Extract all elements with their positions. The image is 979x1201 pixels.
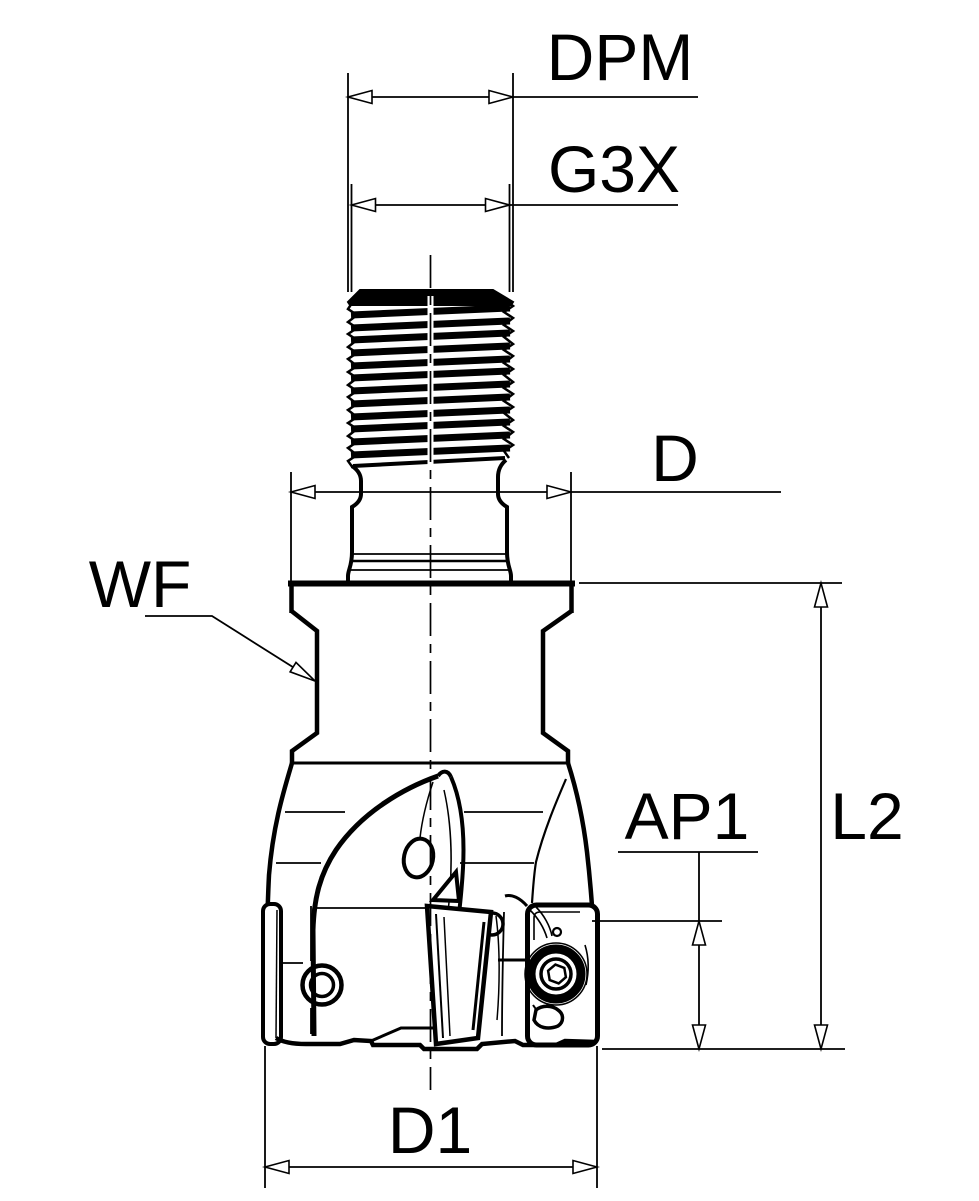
clamp-detail [532,1004,565,1030]
dimension-l2 [579,582,845,1050]
dimension-ap1 [592,851,758,1049]
wf-leader [145,615,316,682]
cutter-head [261,761,600,1052]
arrow-d-right [546,484,575,500]
pocket-dot [551,926,563,938]
arrow-wf-leader [288,661,316,682]
pocket-recess [524,942,588,1006]
thread-right-flank [501,302,516,459]
arrow-l2-bottom [813,1024,829,1053]
left-screw-hole [300,963,344,1007]
arrow-g3x-right [484,197,513,213]
dimension-d1 [264,1046,598,1188]
arrow-dpm-right [488,89,517,105]
dimension-arrowheads [261,89,829,1175]
label-l2: L2 [830,779,903,853]
torx-screw-ring [526,944,586,1004]
torx-socket [546,963,568,985]
tool-body [289,609,573,764]
left-insert [261,902,283,1046]
flange [288,580,575,613]
dimension-g3x [350,184,678,292]
label-wf: WF [89,547,192,621]
arrow-ap1-bottom [691,1024,707,1053]
arrow-dpm-left [344,89,373,105]
torx-screw-inner [539,957,573,991]
arrow-ap1-top [691,917,707,946]
thread-left-flank [345,302,360,469]
arrow-l2-top [813,579,829,608]
arrow-d1-left [261,1159,290,1175]
coolant-hole [401,836,436,880]
dimension-labels: DPM G3X D WF L2 AP1 D1 [89,20,904,1167]
label-d: D [651,421,699,495]
label-d1: D1 [388,1093,472,1167]
arrow-d-left [287,484,316,500]
central-insert [424,867,505,1047]
right-insert-pocket [504,894,600,1048]
dimension-d [290,472,781,583]
dimension-lines [145,73,845,1188]
right-flute-edge [530,778,568,904]
label-dpm: DPM [547,20,694,94]
arrow-d1-right [572,1159,601,1175]
head-bottom-edge [274,1036,597,1052]
dimension-dpm [347,73,698,292]
label-ap1: AP1 [625,779,750,853]
arrow-g3x-left [348,197,377,213]
neck-section [346,458,513,583]
label-g3x: G3X [548,132,680,206]
